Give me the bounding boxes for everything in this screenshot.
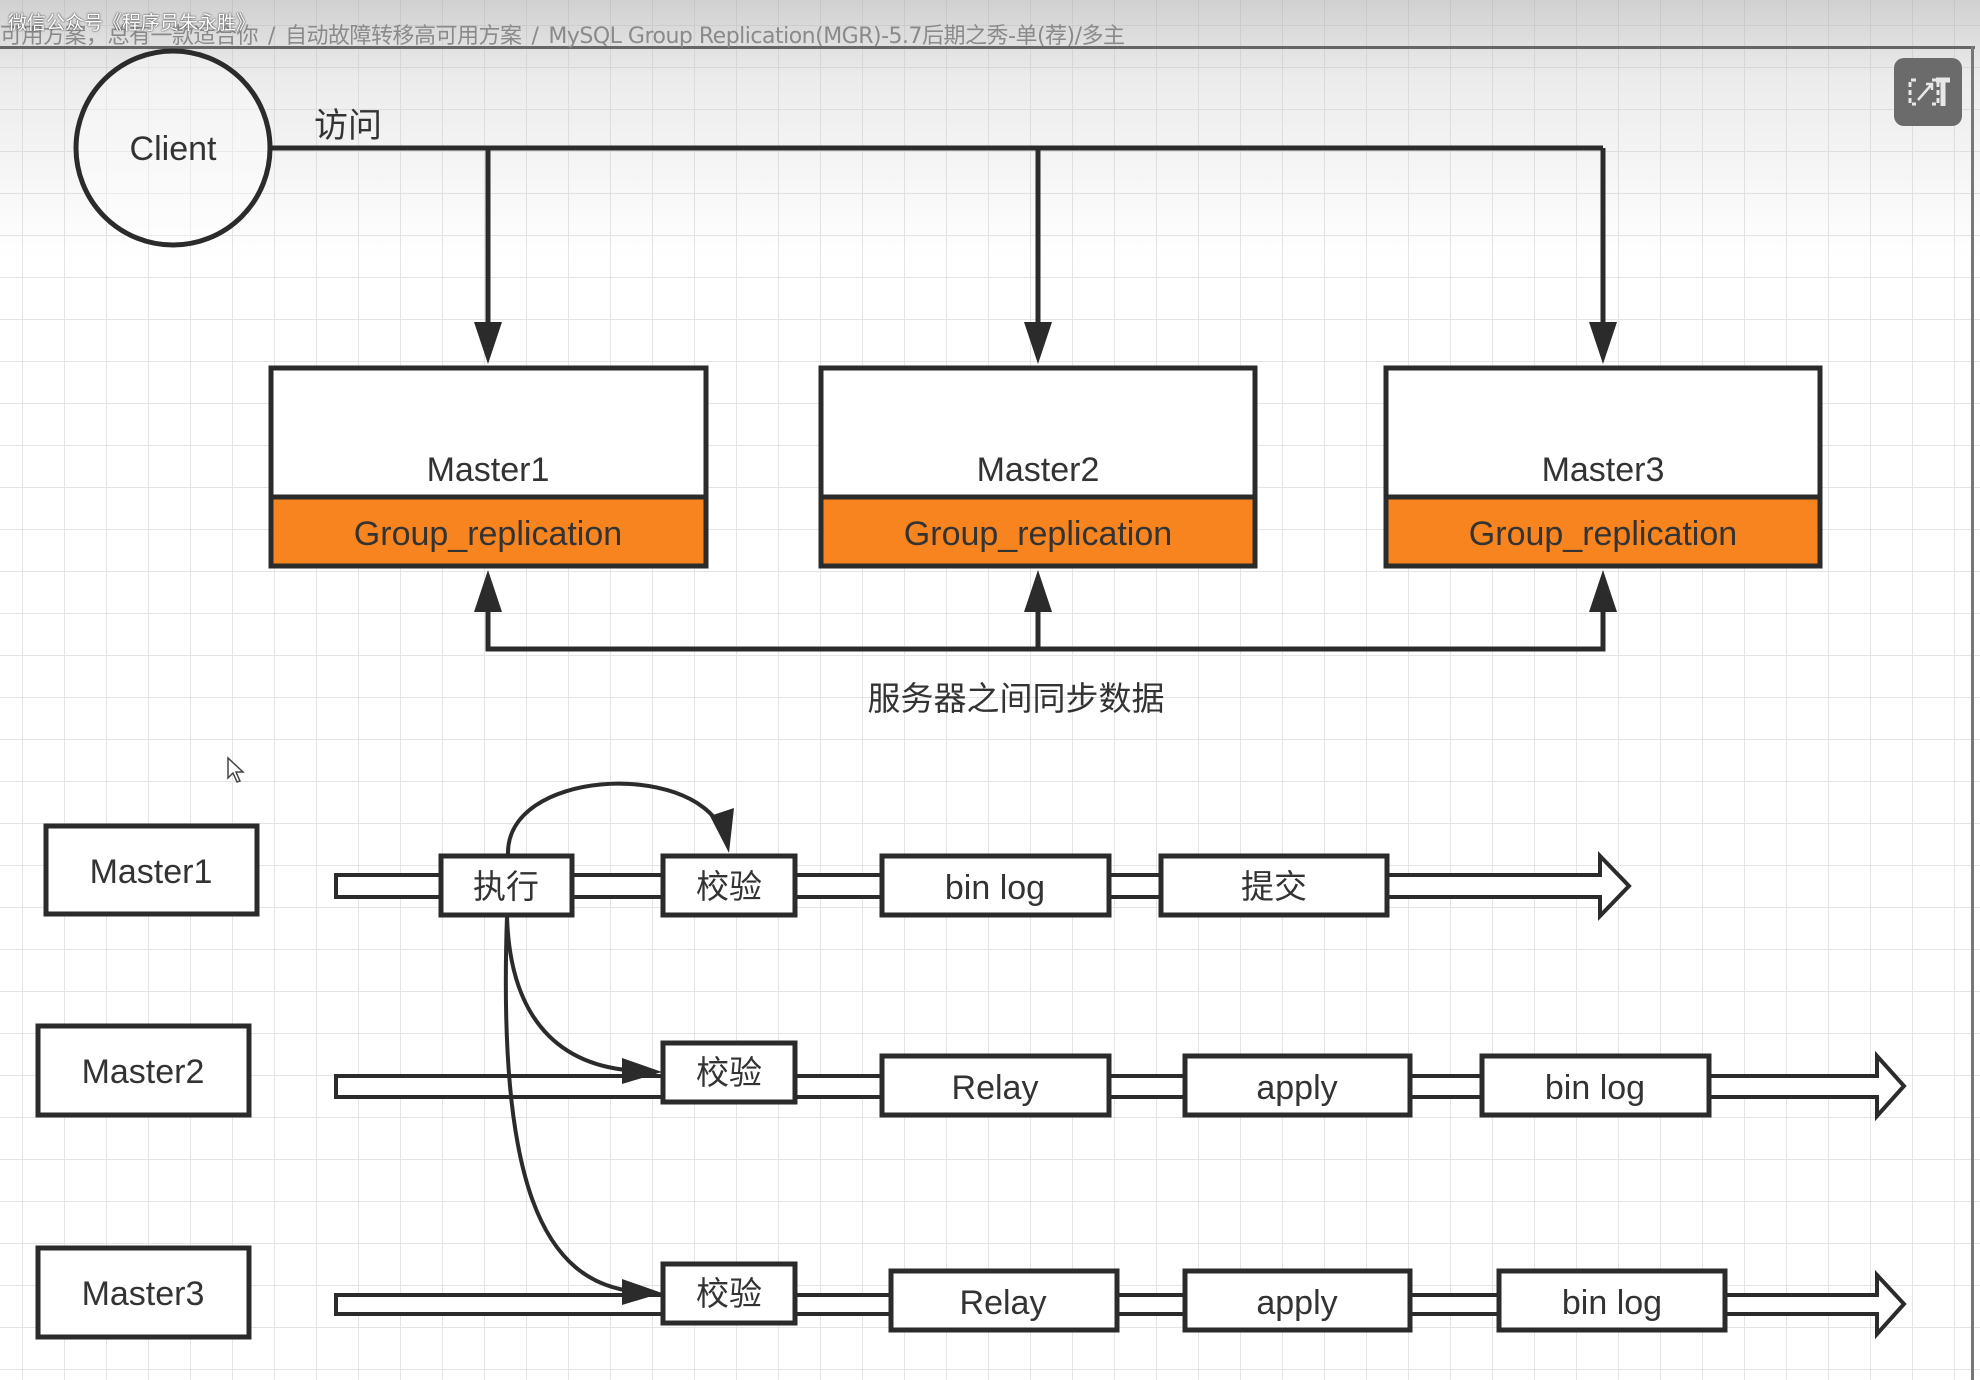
flow-step-label: bin log <box>945 869 1045 907</box>
curve-exec-to-verify-master1 <box>505 781 724 856</box>
client-node[interactable]: Client <box>73 48 273 248</box>
flow-step[interactable]: 校验 <box>660 853 798 918</box>
breadcrumb-item[interactable]: 自动故障转移高可用方案 <box>284 24 522 49</box>
group-replication-module <box>1383 494 1823 569</box>
master-label: Master1 <box>427 451 550 489</box>
sync-label: 服务器之间同步数据 <box>868 679 1165 718</box>
flow-step-label: 执行 <box>473 867 539 906</box>
arrowhead-up-master2 <box>1024 570 1052 612</box>
canvas-border-right <box>1971 46 1974 1380</box>
flow-step-label: 校验 <box>696 1274 762 1313</box>
flow-node-label-box[interactable]: Master1 <box>43 823 260 917</box>
flow-step[interactable]: 提交 <box>1158 853 1390 918</box>
flow-node-label: Master3 <box>82 1275 205 1313</box>
flow-node-label-box[interactable]: Master3 <box>35 1245 252 1340</box>
curve-exec-to-verify-master3 <box>503 915 641 1294</box>
arrowhead-curve-master2 <box>622 1058 662 1084</box>
flow-step-label: Relay <box>960 1284 1047 1322</box>
flow-pipe-arrow-master2 <box>334 1050 1907 1122</box>
flow-step[interactable]: 执行 <box>438 853 575 918</box>
flow-step-label: 校验 <box>696 1053 762 1092</box>
flow-step-label: Relay <box>952 1069 1039 1107</box>
flow-step[interactable]: bin log <box>1496 1268 1728 1333</box>
arrowhead-curve-master1 <box>710 808 734 853</box>
breadcrumb-separator: / <box>268 24 275 49</box>
fullscreen-toggle-icon <box>1908 77 1950 106</box>
master-label: Master2 <box>977 451 1100 489</box>
access-connector <box>270 145 1606 340</box>
flow-step-label: bin log <box>1545 1069 1645 1107</box>
flow-step-label: 提交 <box>1241 867 1307 906</box>
flow-step-label: apply <box>1256 1069 1337 1107</box>
flow-step[interactable]: 校验 <box>660 1040 798 1105</box>
module-label: Group_replication <box>904 515 1172 553</box>
fullscreen-toggle-button[interactable] <box>1894 58 1962 126</box>
arrowhead-down-master3 <box>1589 322 1617 364</box>
mouse-pointer-icon <box>227 756 245 783</box>
breadcrumb: 可用方案，总有一款适合你 / 自动故障转移高可用方案 / MySQL Group Rep… <box>0 18 1125 50</box>
watermark: 微信公众号《程序员朱永胜》 <box>8 12 256 34</box>
arrowhead-down-master2 <box>1024 322 1052 364</box>
module-label: Group_replication <box>1469 515 1737 553</box>
flow-node-label: Master1 <box>90 853 213 891</box>
curve-exec-to-verify-master2 <box>505 915 641 1073</box>
arrowhead-curve-master3 <box>622 1279 662 1305</box>
flow-step[interactable]: Relay <box>879 1053 1112 1118</box>
master-node[interactable]: Master3 Group_replication <box>1383 365 1823 569</box>
module-label: Group_replication <box>354 515 622 553</box>
flow-step-label: bin log <box>1562 1284 1662 1322</box>
flow-step[interactable]: bin log <box>879 853 1112 918</box>
flow-step-label: 校验 <box>696 867 762 906</box>
master-label: Master3 <box>1542 451 1665 489</box>
arrowhead-up-master3 <box>1589 570 1617 612</box>
client-label: Client <box>130 130 217 168</box>
master-node[interactable]: Master1 Group_replication <box>268 365 709 569</box>
flow-step[interactable]: bin log <box>1479 1053 1712 1118</box>
arrowhead-up-master1 <box>474 570 502 612</box>
group-replication-module <box>268 494 709 569</box>
flow-node-label: Master2 <box>82 1053 205 1091</box>
group-replication-module <box>818 494 1258 569</box>
arrowhead-down-master1 <box>474 322 502 364</box>
canvas-border-top <box>0 46 1975 49</box>
breadcrumb-item[interactable]: 可用方案，总有一款适合你 <box>0 24 259 49</box>
flow-step[interactable]: apply <box>1182 1053 1413 1118</box>
flow-step-label: apply <box>1256 1284 1337 1322</box>
flow-step[interactable]: Relay <box>888 1268 1120 1333</box>
access-edge-label: 访问 <box>314 106 382 146</box>
master-node[interactable]: Master2 Group_replication <box>818 365 1258 569</box>
flow-step[interactable]: 校验 <box>660 1261 798 1326</box>
flow-node-label-box[interactable]: Master2 <box>35 1023 252 1118</box>
breadcrumb-separator: / <box>531 24 539 49</box>
flow-step[interactable]: apply <box>1182 1268 1413 1333</box>
flow-pipe-arrow-master3 <box>334 1269 1907 1340</box>
breadcrumb-item-current[interactable]: MySQL Group Replication(MGR)-5.7后期之秀-单(荐… <box>548 24 1125 49</box>
